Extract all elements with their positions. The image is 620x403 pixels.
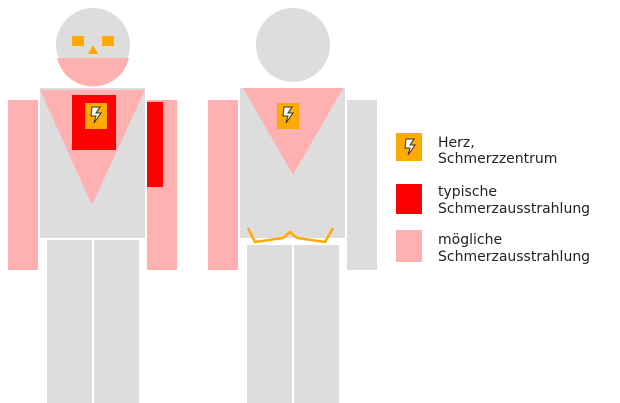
legend-item-possible: mögliche Schmerzausstrahlung [396, 230, 590, 265]
legend-possible-line1: mögliche [438, 232, 502, 248]
legend-item-heart: Herz, Schmerzzentrum [396, 133, 557, 167]
back-left-leg [247, 245, 292, 403]
back-right-arm [347, 100, 377, 270]
front-left-arm [8, 100, 38, 270]
legend-heart-line1: Herz, [438, 135, 475, 151]
front-right-leg [94, 240, 139, 403]
front-left-leg [47, 240, 92, 403]
legend: Herz, Schmerzzentrum typische Schmerzaus… [396, 133, 590, 265]
legend-possible-line2: Schmerzausstrahlung [438, 249, 590, 265]
front-jaw-pain [57, 58, 129, 86]
back-head [256, 8, 330, 82]
front-arm-radiation [147, 102, 163, 187]
back-figure [208, 8, 377, 403]
legend-typical-line2: Schmerzausstrahlung [438, 201, 590, 217]
front-left-eye [72, 36, 84, 46]
legend-possible-swatch [396, 230, 422, 262]
back-right-leg [294, 245, 339, 403]
legend-typical-line1: typische [438, 184, 497, 200]
front-right-eye [102, 36, 114, 46]
legend-heart-line2: Schmerzzentrum [438, 151, 557, 167]
front-figure [8, 8, 177, 403]
legend-typical-swatch [396, 184, 422, 214]
back-left-arm [208, 100, 238, 270]
legend-item-typical: typische Schmerzausstrahlung [396, 184, 590, 217]
